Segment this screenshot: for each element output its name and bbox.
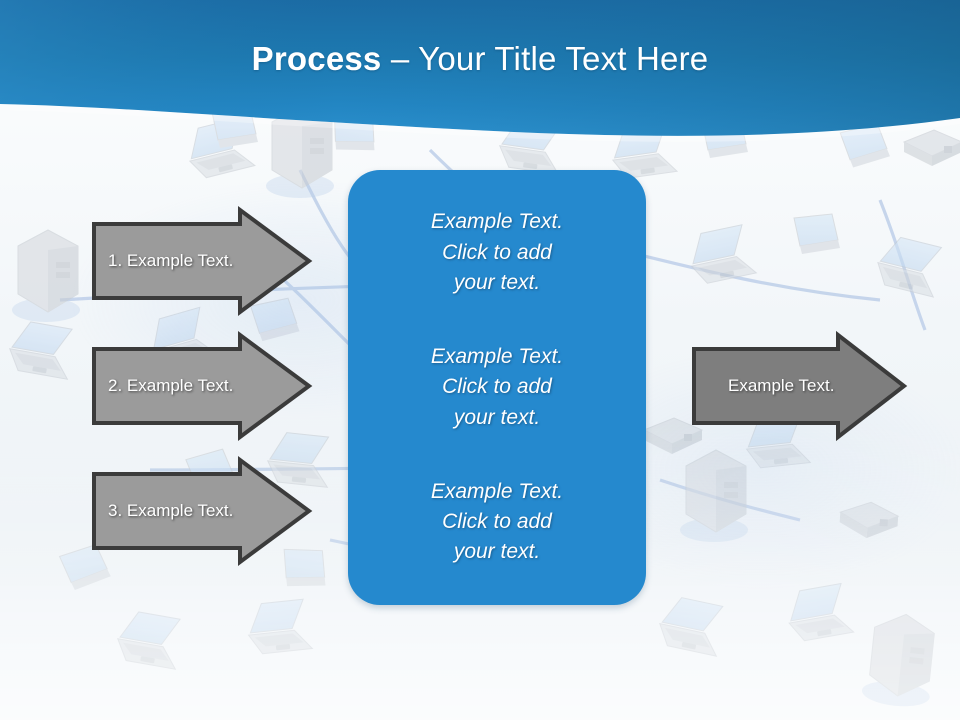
input-arrow-1[interactable]: 1. Example Text. (90, 206, 315, 316)
arrow-shape-2 (92, 331, 313, 441)
header-banner (0, 0, 960, 142)
panel-text-block-3: Example Text. Click to add your text. (374, 477, 620, 568)
center-content-panel[interactable]: Example Text. Click to add your text. Ex… (348, 170, 646, 605)
page-title-rest: – Your Title Text Here (381, 40, 709, 77)
arrow-shape-3 (92, 456, 313, 566)
panel-text-block-1-line-3: your text. (453, 270, 541, 294)
panel-text-block-3-line-3: your text. (453, 540, 541, 564)
panel-text-block-1-line-1: Example Text. (430, 210, 564, 234)
output-arrow[interactable]: Example Text. (690, 330, 910, 442)
panel-text-block-1-line-2: Click to add (442, 240, 552, 264)
panel-text-block-2: Example Text. Click to add your text. (374, 342, 620, 433)
input-arrow-2[interactable]: 2. Example Text. (90, 331, 315, 441)
panel-text-block-1: Example Text. Click to add your text. (374, 207, 620, 298)
title-area: Process – Your Title Text Here (0, 0, 960, 118)
panel-text-block-3-line-1: Example Text. (430, 479, 564, 503)
arrow-shape-out (692, 330, 908, 442)
panel-text-block-3-line-2: Click to add (442, 510, 552, 534)
input-arrow-3[interactable]: 3. Example Text. (90, 456, 315, 566)
page-title-bold: Process (251, 40, 382, 77)
panel-text-block-2-line-3: your text. (453, 405, 541, 429)
panel-text-block-2-line-2: Click to add (442, 375, 552, 399)
page-title: Process – Your Title Text Here (252, 40, 709, 78)
arrow-shape-1 (92, 206, 313, 316)
panel-text-block-2-line-1: Example Text. (430, 345, 564, 369)
